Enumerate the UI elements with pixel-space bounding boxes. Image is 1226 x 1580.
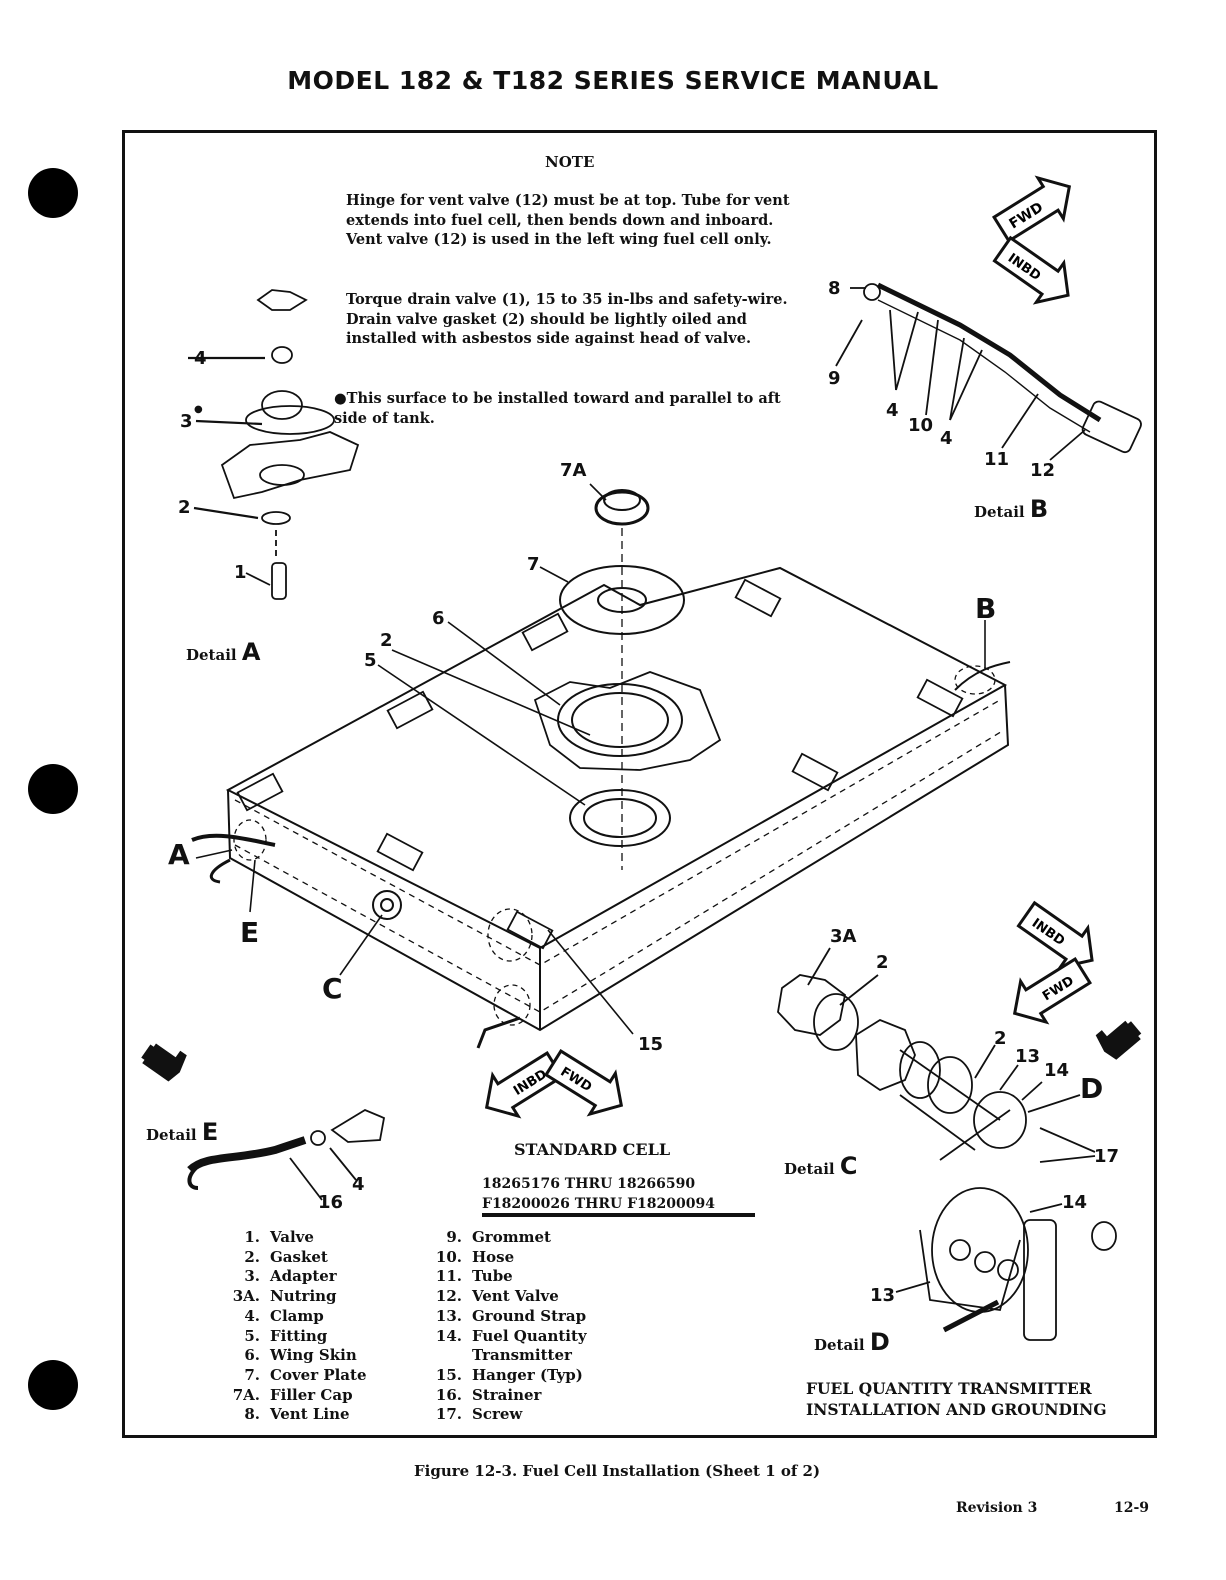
serial-range: 18265176 THRU 18266590	[482, 1176, 696, 1192]
callout-12: 12	[1030, 460, 1056, 481]
callout-1: 1	[234, 562, 247, 583]
callout-13: 13	[870, 1285, 896, 1306]
callout-9: 9	[828, 368, 841, 389]
detail-e-drawing	[187, 1108, 386, 1201]
legend-item: 11.Tube	[435, 1267, 513, 1286]
parts-legend-right: 9.Grommet 10.Hose 11.Tube 12.Vent Valve …	[426, 1228, 587, 1425]
hand-pointer-icon	[141, 1043, 187, 1082]
detail-b-label: Detail B	[974, 495, 1049, 523]
legend-item: 14.Fuel Quantity	[435, 1326, 587, 1345]
callout-b: B	[975, 592, 997, 625]
detail-e-label: Detail E	[146, 1118, 219, 1146]
callout-4: 4	[194, 348, 207, 369]
legend-item: 3A.Nutring	[232, 1287, 337, 1306]
legend-item: 13.Ground Strap	[435, 1306, 587, 1325]
callout-e: E	[240, 916, 260, 949]
parts-legend-left: 1.Valve 2.Gasket 3.Adapter 3A.Nutring 4.…	[224, 1228, 367, 1425]
legend-item: 9.Grommet	[446, 1228, 551, 1246]
legend-item: 17.Screw	[435, 1405, 523, 1424]
legend-item: 12.Vent Valve	[435, 1287, 559, 1306]
detail-a-drawing	[188, 289, 360, 600]
callout-a: A	[168, 838, 190, 871]
callout-16: 16	[318, 1192, 344, 1213]
note-title: NOTE	[545, 153, 595, 171]
callout-4: 4	[886, 400, 899, 421]
detail-b-drawing	[835, 282, 1142, 461]
detail-c-drawing	[777, 947, 1096, 1163]
legend-item: Transmitter	[472, 1346, 572, 1365]
callout-13: 13	[1015, 1046, 1041, 1067]
inbd-arrow: INBD	[992, 235, 1070, 305]
callout-4: 4	[940, 428, 953, 449]
figure-caption: Figure 12-3. Fuel Cell Installation (She…	[414, 1462, 821, 1480]
callout-14: 14	[1062, 1192, 1088, 1213]
detail-c-label: Detail C	[784, 1152, 858, 1180]
callout-6: 6	[432, 608, 445, 629]
fwd-arrow: FWD	[991, 175, 1072, 244]
figure-frame	[122, 130, 1157, 1438]
callout-3: 3	[180, 411, 193, 432]
inbd-arrow: INBD	[484, 1050, 565, 1119]
standard-cell-title: STANDARD CELL	[514, 1140, 671, 1159]
note-paragraph: Torque drain valve (1), 15 to 35 in-lbs …	[346, 291, 788, 347]
fwd-arrow: FWD	[1012, 956, 1093, 1025]
callout-2: 2	[994, 1028, 1007, 1049]
note-paragraph: ●This surface to be installed toward and…	[334, 390, 781, 427]
legend-item: 3.Adapter	[244, 1267, 337, 1286]
legend-item: 5.Fitting	[244, 1326, 328, 1345]
note-paragraph: Hinge for vent valve (12) must be at top…	[346, 192, 790, 248]
callout-7a: 7A	[560, 460, 587, 481]
callout-14: 14	[1044, 1060, 1070, 1081]
legend-item: 15.Hanger (Typ)	[435, 1365, 583, 1384]
binder-hole	[28, 168, 78, 218]
serial-range: F18200026 THRU F18200094	[482, 1196, 715, 1212]
legend-item: 10.Hose	[435, 1247, 515, 1266]
callout-17: 17	[1094, 1146, 1120, 1167]
legend-item: 1.Valve	[244, 1228, 314, 1246]
callout-4: 4	[352, 1174, 365, 1195]
underline-bar	[482, 1213, 755, 1217]
callout-3-mark: ●	[194, 404, 203, 415]
detail-a-label: Detail A	[186, 638, 261, 666]
callout-7: 7	[527, 554, 540, 575]
revision-label: Revision 3	[956, 1500, 1038, 1516]
callout-d: D	[1080, 1072, 1104, 1105]
legend-item: 4.Clamp	[244, 1306, 324, 1325]
detail-d-caption: FUEL QUANTITY TRANSMITTER INSTALLATION A…	[806, 1379, 1107, 1419]
callout-3a: 3A	[830, 926, 857, 947]
legend-item: 16.Strainer	[435, 1385, 542, 1404]
detail-d-label: Detail D	[814, 1328, 890, 1356]
callout-c: C	[322, 972, 343, 1005]
page-header: MODEL 182 & T182 SERIES SERVICE MANUAL	[287, 66, 939, 95]
detail-d-drawing	[895, 1187, 1117, 1341]
callout-15: 15	[638, 1034, 664, 1055]
binder-hole	[28, 764, 78, 814]
callout-2: 2	[178, 497, 191, 518]
page-number: 12-9	[1114, 1500, 1150, 1516]
callout-8: 8	[828, 278, 841, 299]
fuel-cell-tank	[191, 483, 1011, 1049]
legend-item: 2.Gasket	[244, 1247, 328, 1266]
callout-2: 2	[876, 952, 889, 973]
hand-pointer-icon	[1095, 1020, 1142, 1060]
inbd-arrow: INBD	[1016, 900, 1094, 970]
legend-item: 8.Vent Line	[244, 1405, 350, 1424]
callout-5: 5	[364, 650, 377, 671]
legend-item: 7.Cover Plate	[244, 1365, 367, 1384]
fwd-arrow: FWD	[543, 1048, 624, 1117]
binder-hole	[28, 1360, 78, 1410]
callout-2: 2	[380, 630, 393, 651]
legend-item: 6.Wing Skin	[244, 1346, 357, 1365]
callout-10: 10	[908, 415, 934, 436]
legend-item: 7A.Filler Cap	[232, 1385, 353, 1404]
callout-11: 11	[984, 449, 1010, 470]
